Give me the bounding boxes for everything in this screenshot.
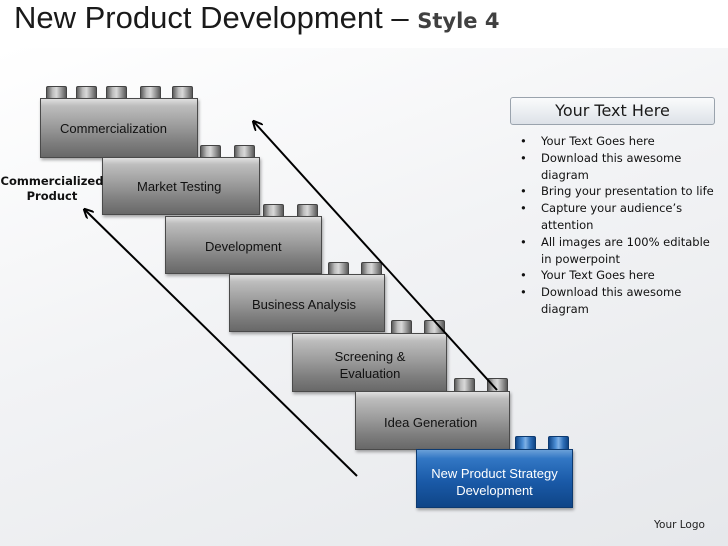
step-label-line: New Product Strategy [431, 466, 558, 481]
title-separator: – [391, 0, 409, 35]
step-label-new-product-strategy: New Product Strategy Development [416, 465, 573, 499]
panel-bullet-text: Bring your presentation to life [541, 184, 714, 199]
bullet-dot-icon: • [520, 134, 527, 148]
step-label-commercialization: Commercialization [60, 121, 167, 136]
step-label-market-testing: Market Testing [137, 179, 222, 194]
step-label-screening-evaluation: Screening & Evaluation [292, 348, 448, 382]
panel-bullet-item: • Download this awesome diagram [512, 284, 717, 318]
panel-heading: Your Text Here [510, 97, 715, 125]
step-block-market-testing [102, 157, 260, 215]
step-label-line: Evaluation [339, 366, 401, 381]
panel-bullet-text: Your Text Goes here [541, 268, 655, 283]
panel-bullet-item: • Download this awesome diagram [512, 150, 717, 184]
bullet-dot-icon: • [520, 234, 527, 249]
upward-arrow-left [85, 210, 358, 477]
upward-arrow-right [254, 122, 498, 391]
step-label-line: Development [456, 483, 533, 498]
title-subtitle: Style 4 [417, 9, 500, 33]
bullet-dot-icon: • [520, 285, 527, 300]
step-block-idea-generation [355, 391, 510, 450]
step-block-screening-evaluation [292, 333, 447, 392]
side-label-line: Product [26, 189, 78, 203]
bullet-dot-icon: • [520, 184, 527, 199]
step-block-business-analysis [229, 274, 385, 332]
panel-bullet-item: • Your Text Goes here [512, 267, 717, 284]
bullet-dot-icon: • [520, 201, 527, 216]
panel-bullet-text: Download this awesome diagram [541, 285, 682, 316]
step-label-development: Development [205, 239, 282, 254]
slide-title: New Product Development – Style 4 [14, 0, 499, 36]
bullet-dot-icon: • [520, 268, 527, 283]
panel-bullet-text: All images are 100% editable in powerpoi… [541, 234, 710, 266]
panel-bullet-item: • All images are 100% editable in powerpo… [512, 234, 717, 268]
step-label-idea-generation: Idea Generation [384, 415, 478, 430]
panel-bullet-item: • Capture your audience’s attention [512, 200, 717, 234]
panel-bullet-text: Download this awesome diagram [541, 150, 682, 182]
step-block-new-product-strategy [416, 449, 573, 508]
title-main: New Product Development [14, 0, 383, 35]
step-label-business-analysis: Business Analysis [252, 297, 357, 312]
side-label-line: Commercialized [0, 174, 104, 188]
footer-logo: Your Logo [654, 519, 705, 531]
bullet-dot-icon: • [520, 150, 527, 165]
panel-bullet-text: Capture your audience’s attention [541, 201, 683, 232]
panel-bullet-text: Your Text Goes here [541, 134, 655, 148]
side-label-commercialized-product: Commercialized Product [0, 174, 104, 204]
panel-bullet-item: • Bring your presentation to life [512, 183, 717, 200]
step-block-development [165, 216, 322, 274]
panel-bullet-list: • Your Text Goes here • Download this aweso… [512, 133, 717, 318]
step-label-line: Screening & [334, 349, 406, 364]
panel-bullet-item: • Your Text Goes here [512, 133, 717, 150]
